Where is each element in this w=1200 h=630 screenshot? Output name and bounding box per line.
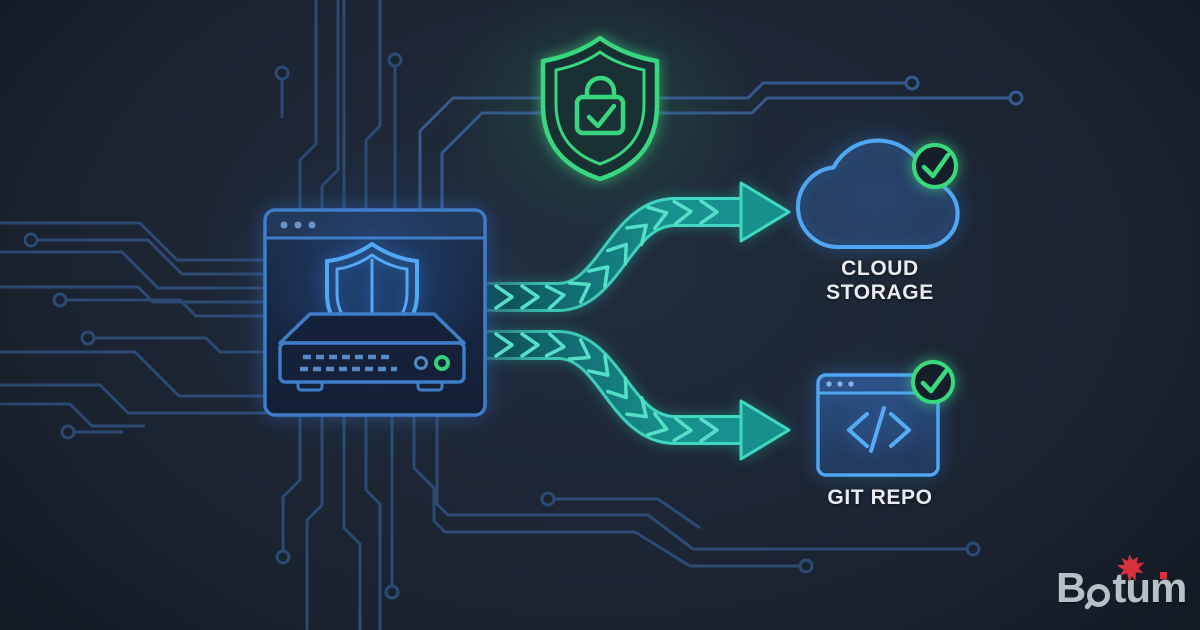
security-shield-icon bbox=[540, 35, 660, 182]
check-icon bbox=[586, 103, 617, 129]
brand-wordmark: B tum bbox=[1056, 564, 1187, 611]
code-icon bbox=[847, 406, 911, 453]
arrowhead bbox=[739, 181, 791, 243]
magnifier-icon bbox=[1087, 584, 1111, 607]
server-icon bbox=[278, 312, 466, 392]
circuit-traces-icon bbox=[0, 0, 1024, 630]
window-controls bbox=[280, 221, 316, 229]
arrow-to-cloud-icon bbox=[487, 181, 791, 312]
padlock-icon bbox=[574, 75, 626, 136]
arrow-to-git-icon bbox=[487, 330, 791, 461]
brand-logo: B tum bbox=[1056, 554, 1187, 611]
status-led-green bbox=[434, 355, 450, 371]
power-led bbox=[414, 356, 428, 370]
server-vents bbox=[300, 354, 397, 372]
window-controls bbox=[826, 381, 854, 387]
git-repo-label: GIT REPO bbox=[827, 486, 933, 509]
maple-leaf-icon bbox=[1116, 554, 1145, 583]
git-window-icon bbox=[816, 373, 940, 477]
brand-letter-b: B bbox=[1056, 564, 1086, 611]
cloud-storage-label: CLOUD STORAGE bbox=[826, 257, 934, 304]
git-check-icon bbox=[911, 360, 955, 404]
arrowhead bbox=[739, 399, 791, 461]
brand-accent-dot bbox=[1160, 572, 1167, 579]
device-window-icon bbox=[263, 208, 487, 417]
cloud-check-icon bbox=[912, 143, 958, 189]
